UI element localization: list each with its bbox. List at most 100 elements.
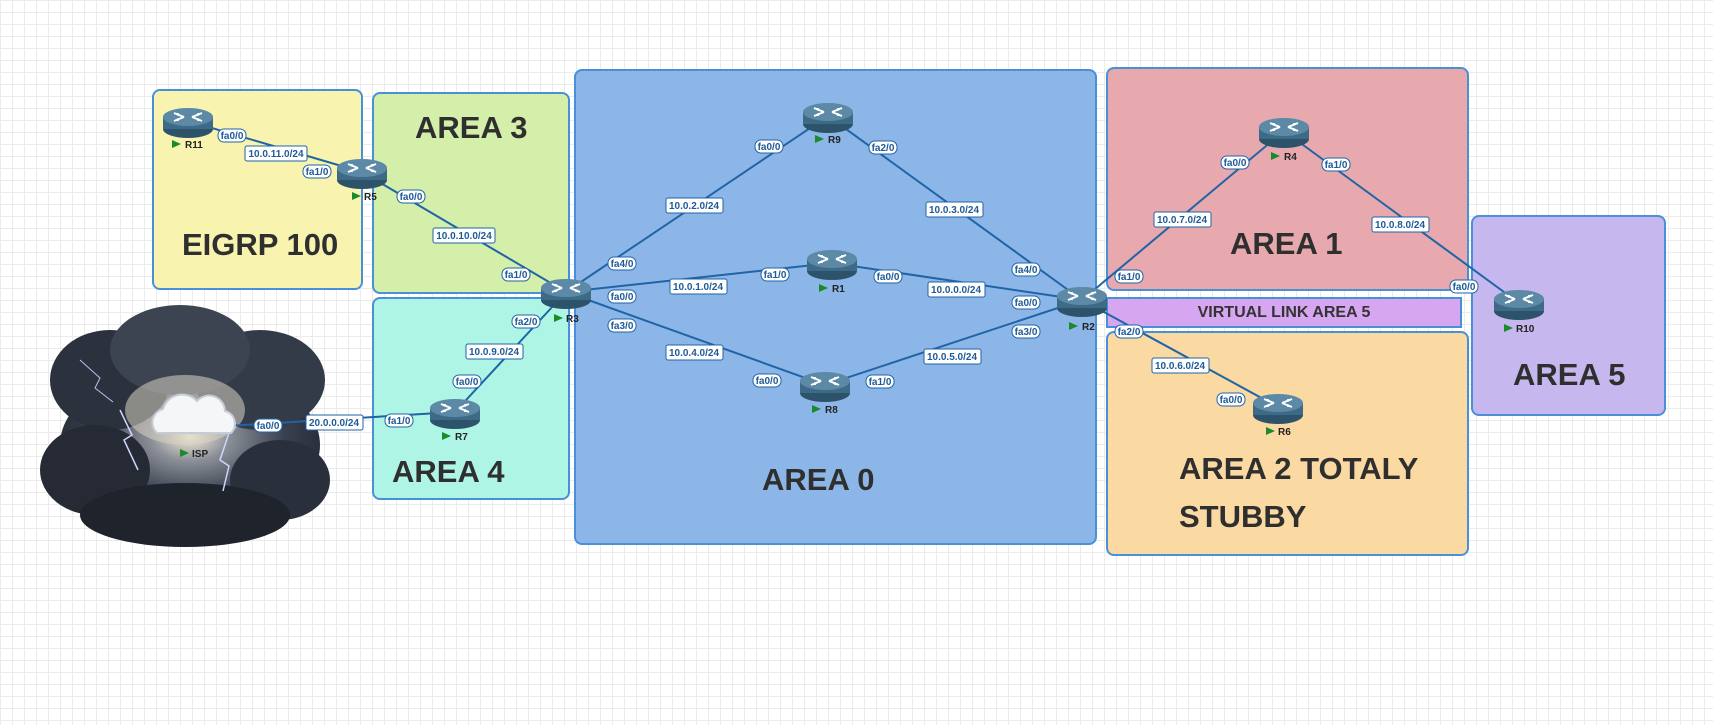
network-label: 10.0.0.0/24 (927, 281, 986, 298)
network-label: 10.0.4.0/24 (665, 344, 724, 361)
svg-text:10.0.6.0/24: 10.0.6.0/24 (1155, 361, 1205, 372)
network-label: 10.0.5.0/24 (923, 348, 982, 365)
svg-text:fa0/0: fa0/0 (221, 131, 244, 142)
area-1-zone: AREA 1 (1106, 67, 1469, 291)
svg-text:10.0.11.0/24: 10.0.11.0/24 (248, 149, 303, 160)
svg-text:10.0.10.0/24: 10.0.10.0/24 (436, 231, 492, 242)
node-label-r8: R8 (812, 405, 838, 416)
svg-text:fa0/0: fa0/0 (1220, 395, 1243, 406)
svg-text:R1: R1 (832, 284, 845, 295)
svg-text:fa3/0: fa3/0 (1015, 327, 1038, 338)
port-label: fa0/0 (217, 128, 247, 143)
eigrp-100-zone: EIGRP 100 (152, 89, 363, 290)
svg-text:fa1/0: fa1/0 (1325, 160, 1348, 171)
eigrp-100-title: EIGRP 100 (182, 227, 339, 262)
svg-text:10.0.9.0/24: 10.0.9.0/24 (469, 347, 519, 358)
svg-text:10.0.1.0/24: 10.0.1.0/24 (673, 282, 723, 293)
svg-text:R8: R8 (825, 405, 838, 416)
network-label: 10.0.3.0/24 (925, 201, 984, 218)
svg-text:fa0/0: fa0/0 (400, 192, 423, 203)
node-label-r7: R7 (442, 432, 468, 443)
svg-text:fa1/0: fa1/0 (869, 377, 892, 388)
svg-text:fa0/0: fa0/0 (758, 142, 781, 153)
svg-text:fa3/0: fa3/0 (611, 321, 634, 332)
svg-text:R7: R7 (455, 432, 468, 443)
router-icon (806, 249, 858, 281)
svg-text:R5: R5 (364, 192, 377, 203)
network-label: 10.0.9.0/24 (465, 343, 524, 360)
port-label: fa0/0 (1216, 392, 1246, 407)
svg-text:ISP: ISP (192, 449, 208, 460)
port-label: fa0/0 (607, 289, 637, 304)
port-label: fa1/0 (384, 413, 414, 428)
link-r8-r2 (824, 299, 1083, 386)
virtual-link-area-5-banner: VIRTUAL LINK AREA 5 (1106, 297, 1462, 328)
svg-text:10.0.5.0/24: 10.0.5.0/24 (927, 352, 977, 363)
svg-text:fa0/0: fa0/0 (877, 272, 900, 283)
svg-text:fa2/0: fa2/0 (515, 317, 538, 328)
area-2-title-line1: AREA 2 TOTALY (1179, 451, 1419, 486)
area-4-zone: AREA 4 (372, 297, 570, 500)
port-label: fa0/0 (1011, 295, 1041, 310)
port-label: fa0/0 (396, 189, 426, 204)
svg-text:fa0/0: fa0/0 (611, 292, 634, 303)
network-label: 10.0.11.0/24 (244, 145, 308, 162)
svg-text:fa1/0: fa1/0 (306, 167, 329, 178)
node-label-isp: ISP (180, 449, 208, 460)
svg-text:fa2/0: fa2/0 (1118, 327, 1141, 338)
network-label: 10.0.2.0/24 (665, 197, 724, 214)
svg-text:10.0.3.0/24: 10.0.3.0/24 (929, 205, 979, 216)
port-label: fa4/0 (607, 256, 637, 271)
svg-text:R6: R6 (1278, 427, 1291, 438)
node-label-r5: R5 (352, 192, 377, 203)
area-5-title: AREA 5 (1513, 357, 1626, 392)
router-icon (802, 102, 854, 134)
port-label: fa1/0 (1321, 157, 1351, 172)
svg-text:fa1/0: fa1/0 (505, 270, 528, 281)
network-label: 10.0.1.0/24 (669, 278, 728, 295)
node-label-r11: R11 (172, 140, 203, 151)
svg-text:R10: R10 (1516, 324, 1535, 335)
link-r2-r6 (1081, 299, 1279, 408)
port-label: fa0/0 (754, 139, 784, 154)
port-label: fa1/0 (501, 267, 531, 282)
area-4-title: AREA 4 (392, 454, 505, 489)
area-1-title: AREA 1 (1230, 226, 1343, 261)
svg-text:10.0.8.0/24: 10.0.8.0/24 (1375, 220, 1425, 231)
network-label: 10.0.7.0/24 (1153, 211, 1212, 228)
router-icon (1258, 117, 1310, 149)
port-label: fa1/0 (760, 267, 790, 282)
node-label-r4: R4 (1271, 152, 1297, 163)
area-2-title-line2: STUBBY (1179, 499, 1307, 534)
storm-cloud-image (40, 305, 330, 547)
node-label-r2: R2 (1069, 322, 1095, 333)
port-label: fa0/0 (253, 418, 283, 433)
svg-text:R3: R3 (566, 314, 579, 325)
svg-text:fa1/0: fa1/0 (1118, 272, 1141, 283)
router-icon (540, 278, 592, 310)
svg-text:R11: R11 (185, 140, 203, 151)
svg-text:fa4/0: fa4/0 (1015, 265, 1038, 276)
port-label: fa0/0 (752, 373, 782, 388)
svg-text:fa0/0: fa0/0 (756, 376, 779, 387)
area-0-title: AREA 0 (762, 462, 875, 497)
link-r3-r8 (565, 291, 826, 386)
svg-text:10.0.4.0/24: 10.0.4.0/24 (669, 348, 719, 359)
port-label: fa2/0 (868, 140, 898, 155)
svg-text:10.0.7.0/24: 10.0.7.0/24 (1157, 215, 1207, 226)
svg-text:10.0.2.0/24: 10.0.2.0/24 (669, 201, 719, 212)
node-label-r1: R1 (819, 284, 845, 295)
svg-text:fa1/0: fa1/0 (764, 270, 787, 281)
node-label-r10: R10 (1504, 324, 1535, 335)
svg-text:fa0/0: fa0/0 (1224, 158, 1247, 169)
port-label: fa0/0 (452, 374, 482, 389)
svg-text:fa0/0: fa0/0 (456, 377, 479, 388)
svg-text:R2: R2 (1082, 322, 1095, 333)
svg-text:fa0/0: fa0/0 (1453, 282, 1476, 293)
port-label: fa1/0 (302, 164, 332, 179)
router-icon (162, 107, 214, 139)
network-label: 10.0.8.0/24 (1371, 216, 1430, 233)
network-label: 20.0.0.0/24 (305, 414, 364, 431)
svg-text:fa0/0: fa0/0 (1015, 298, 1038, 309)
node-label-r9: R9 (815, 135, 841, 146)
